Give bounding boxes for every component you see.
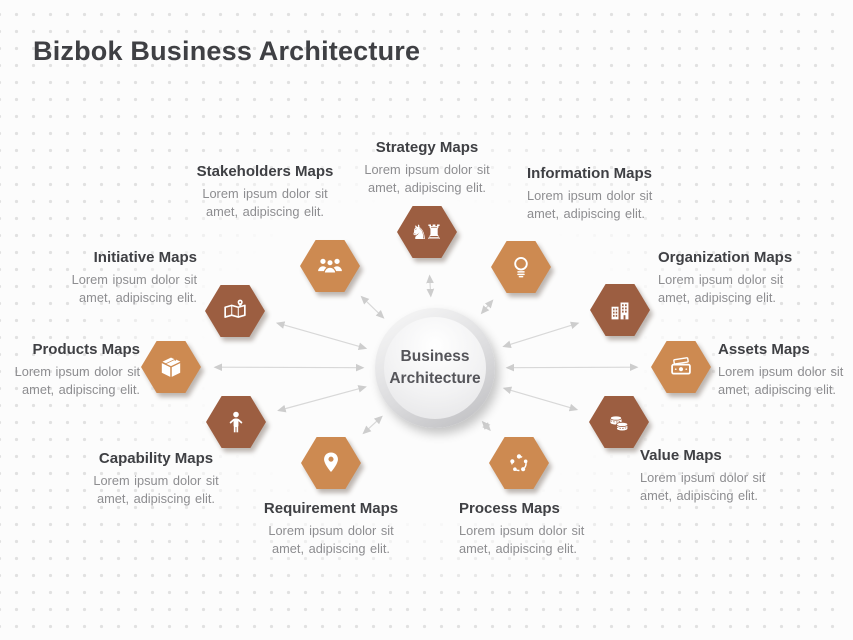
hexagon-products	[141, 341, 201, 393]
node-title: Process Maps	[459, 500, 560, 517]
node-text: Strategy Maps Lorem ipsum dolor sit amet…	[337, 139, 517, 197]
node-title: Value Maps	[640, 447, 722, 464]
hexagon-value	[589, 396, 649, 448]
node-text: Products Maps Lorem ipsum dolor sit amet…	[0, 341, 140, 399]
node-desc: Lorem ipsum dolor sit amet, adipiscing e…	[202, 186, 328, 219]
page-title: Bizbok Business Architecture	[33, 36, 421, 66]
node-title: Assets Maps	[718, 341, 810, 358]
node-title: Information Maps	[527, 165, 653, 182]
node-text: Initiative Maps Lorem ipsum dolor sit am…	[40, 249, 197, 307]
node-text: Value Maps Lorem ipsum dolor sit amet, a…	[640, 447, 800, 505]
node-title: Stakeholders Maps	[196, 163, 334, 180]
node-text: Capability Maps Lorem ipsum dolor sit am…	[76, 450, 236, 508]
node-desc: Lorem ipsum dolor sit amet, adipiscing e…	[718, 364, 844, 397]
hexagon-strategy: ♞♜	[397, 206, 457, 258]
node-title: Products Maps	[32, 341, 140, 358]
node-title: Strategy Maps	[375, 139, 479, 156]
node-desc: Lorem ipsum dolor sit amet, adipiscing e…	[640, 470, 766, 503]
central-circle-face: Business Architecture	[384, 317, 486, 419]
node-desc: Lorem ipsum dolor sit amet, adipiscing e…	[459, 523, 585, 556]
node-desc: Lorem ipsum dolor sit amet, adipiscing e…	[71, 272, 197, 305]
node-desc: Lorem ipsum dolor sit amet, adipiscing e…	[14, 364, 140, 397]
node-text: Organization Maps Lorem ipsum dolor sit …	[658, 249, 823, 307]
node-title: Initiative Maps	[93, 249, 197, 266]
chess-icon: ♞♜	[410, 220, 443, 244]
node-desc: Lorem ipsum dolor sit amet, adipiscing e…	[364, 162, 490, 195]
hexagon-initiative	[205, 285, 265, 337]
buildings-icon	[611, 302, 629, 320]
location-pin-icon	[324, 452, 338, 472]
node-text: Information Maps Lorem ipsum dolor sit a…	[527, 165, 687, 223]
hexagon-process	[489, 437, 549, 489]
node-desc: Lorem ipsum dolor sit amet, adipiscing e…	[658, 272, 784, 305]
hexagon-capability	[206, 396, 266, 448]
node-desc: Lorem ipsum dolor sit amet, adipiscing e…	[93, 473, 219, 506]
hexagon-assets	[651, 341, 711, 393]
node-desc: Lorem ipsum dolor sit amet, adipiscing e…	[527, 188, 653, 221]
node-title: Requirement Maps	[263, 500, 399, 517]
hexagon-stakeholders	[300, 240, 360, 292]
person-icon	[229, 411, 243, 433]
node-title: Capability Maps	[98, 450, 214, 467]
package-box-icon	[160, 356, 181, 377]
hexagon-requirement	[301, 437, 361, 489]
circular-process-icon	[510, 454, 528, 472]
folded-map-icon	[224, 299, 246, 318]
banknotes-icon	[671, 357, 691, 375]
node-text: Process Maps Lorem ipsum dolor sit amet,…	[459, 500, 619, 558]
central-circle: Business Architecture	[375, 308, 495, 428]
node-text: Stakeholders Maps Lorem ipsum dolor sit …	[185, 163, 345, 221]
node-text: Assets Maps Lorem ipsum dolor sit amet, …	[718, 341, 853, 399]
node-desc: Lorem ipsum dolor sit amet, adipiscing e…	[268, 523, 394, 556]
hexagon-information	[491, 241, 551, 293]
coin-stacks-icon	[609, 415, 629, 432]
hexagon-organization	[590, 284, 650, 336]
node-title: Organization Maps	[658, 249, 793, 266]
people-group-icon	[318, 258, 342, 274]
node-text: Requirement Maps Lorem ipsum dolor sit a…	[251, 500, 411, 558]
lightbulb-icon	[514, 256, 528, 278]
central-label: Business Architecture	[389, 347, 481, 387]
